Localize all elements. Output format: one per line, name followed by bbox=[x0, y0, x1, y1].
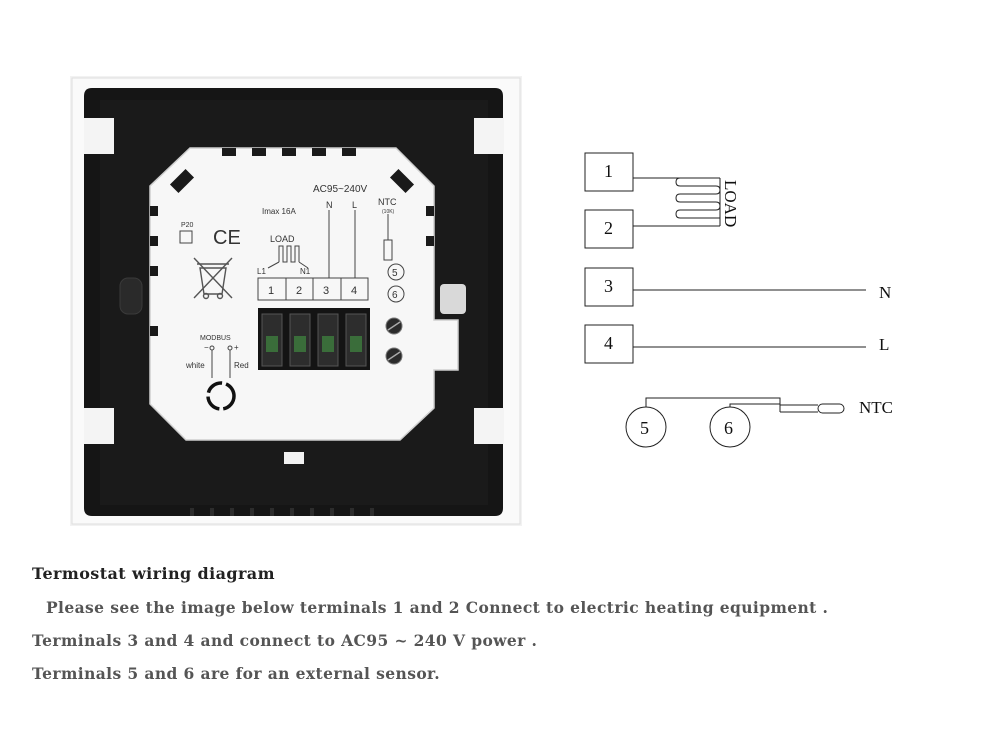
notch bbox=[474, 118, 504, 154]
wiring-terminal-5: 5 bbox=[640, 418, 649, 438]
label-ntc: NTC bbox=[378, 197, 397, 207]
modbus-white: white bbox=[185, 361, 205, 370]
notch bbox=[84, 408, 114, 444]
wiring-load-label: LOAD bbox=[721, 180, 740, 227]
wiring-terminal-4: 4 bbox=[604, 333, 613, 353]
wiring-l-label: L bbox=[879, 335, 889, 354]
ntc-probe bbox=[817, 403, 845, 414]
label-l-top: L bbox=[352, 200, 357, 210]
modbus-port bbox=[206, 381, 236, 411]
caption-line-1: Please see the image below terminals 1 a… bbox=[46, 598, 829, 617]
wiring-terminal-2: 2 bbox=[604, 218, 613, 238]
caption-line-3: Terminals 5 and 6 are for an external se… bbox=[32, 664, 440, 683]
ip-rating: P20 bbox=[181, 222, 194, 229]
wiring-terminal-6: 6 bbox=[724, 418, 733, 438]
weee-bin-icon bbox=[193, 257, 233, 300]
photo-terminal-4: 4 bbox=[351, 285, 357, 297]
photo-terminal-2: 2 bbox=[296, 285, 302, 297]
modbus-minus: − bbox=[204, 343, 209, 352]
label-n-top: N bbox=[326, 200, 333, 210]
terminal-box-3 bbox=[584, 267, 634, 307]
caption-line-2: Terminals 3 and 4 and connect to AC95 ~ … bbox=[32, 631, 538, 650]
label-ntc-sub: (10K) bbox=[382, 209, 395, 215]
wiring-terminal-1: 1 bbox=[604, 161, 613, 181]
square-icon bbox=[179, 230, 193, 244]
voltage-rating: AC95~240V bbox=[313, 184, 368, 195]
terminal-box-1 bbox=[584, 152, 634, 192]
photo-terminal-6: 6 bbox=[392, 290, 398, 301]
caption-title: Termostat wiring diagram bbox=[32, 564, 275, 583]
clip bbox=[284, 452, 304, 464]
wiring-schematic bbox=[584, 152, 866, 448]
notch bbox=[84, 118, 114, 154]
load-symbol bbox=[278, 245, 300, 263]
wiring-ntc-label: NTC bbox=[859, 398, 893, 417]
label-load: LOAD bbox=[270, 234, 295, 244]
electronics-module bbox=[149, 147, 459, 441]
label-l1: L1 bbox=[257, 267, 266, 276]
photo-terminal-1: 1 bbox=[268, 285, 274, 297]
current-rating: Imax 16A bbox=[262, 207, 296, 216]
load-heater-coil bbox=[675, 177, 721, 226]
ce-mark: CE bbox=[213, 227, 241, 249]
modbus-red: Red bbox=[234, 361, 249, 370]
wiring-n-label: N bbox=[879, 283, 891, 302]
photo-terminal-5: 5 bbox=[392, 268, 398, 279]
notch bbox=[474, 408, 504, 444]
terminal-box-2 bbox=[584, 209, 634, 249]
modbus-label: MODBUS bbox=[200, 335, 231, 342]
label-n1: N1 bbox=[300, 267, 311, 276]
wiring-terminal-3: 3 bbox=[604, 276, 613, 296]
photo-terminal-3: 3 bbox=[323, 285, 329, 297]
thermostat-back-photo: AC95~240V Imax 16A N L NTC (10K) P20 CE … bbox=[70, 76, 522, 526]
modbus-plus: + bbox=[234, 343, 239, 352]
terminal-box-4 bbox=[584, 324, 634, 364]
